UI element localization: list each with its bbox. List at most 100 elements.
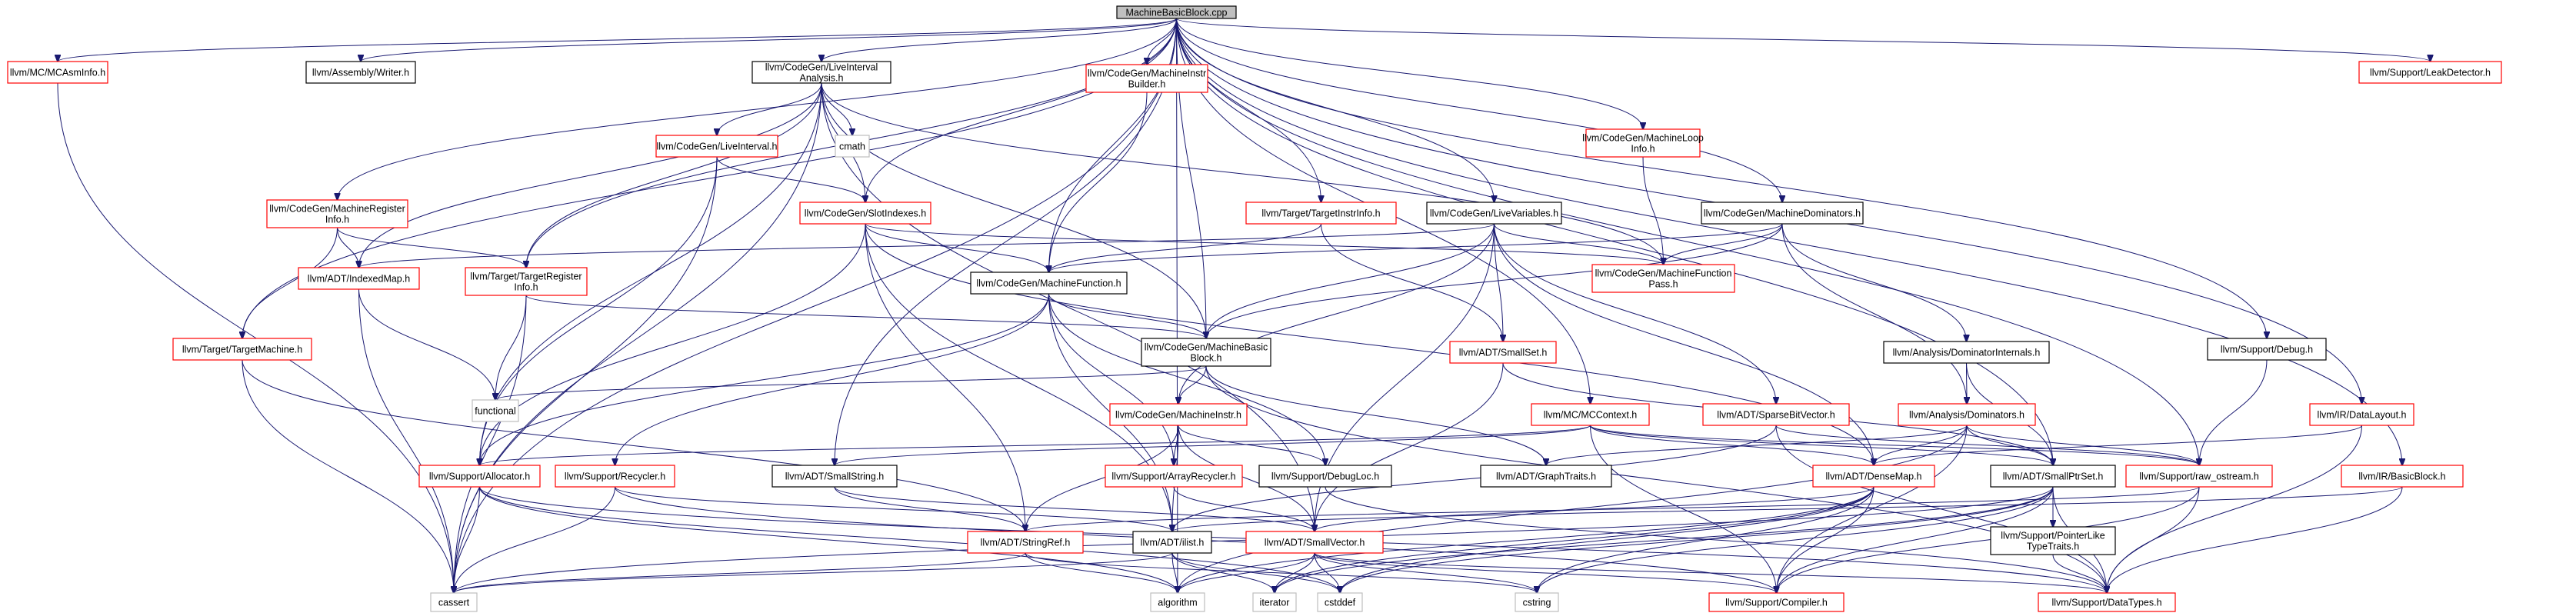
node-smallstring[interactable]: llvm/ADT/SmallString.h (771, 465, 898, 488)
edge-liveintervalanalysis-to-machinebasicblock (821, 82, 1206, 338)
edge-densemap-to-cstddef (1340, 486, 1875, 593)
node-dominatorinternals[interactable]: llvm/Analysis/DominatorInternals.h (1883, 341, 2050, 364)
edge-liveintervalanalysis-to-smallvector (821, 82, 1315, 531)
edge-rawostream-to-datatypes (2107, 486, 2200, 593)
edge-targetmachine-to-stringref (242, 359, 1025, 531)
edge-root-to-rawostream (1176, 18, 2200, 465)
node-sparsebitvector[interactable]: llvm/ADT/SparseBitVector.h (1702, 403, 1850, 426)
edge-dominators-to-algorithm (1178, 425, 1968, 593)
edge-mccontext-to-compiler (1590, 425, 1777, 593)
edge-stringref-to-cassert (454, 552, 1026, 593)
node-stringref[interactable]: llvm/ADT/StringRef.h (967, 531, 1084, 554)
node-debugloc[interactable]: llvm/Support/DebugLoc.h (1258, 465, 1392, 488)
node-machineinstr[interactable]: llvm/CodeGen/MachineInstr.h (1109, 403, 1248, 426)
node-recycler[interactable]: llvm/Support/Recycler.h (555, 465, 675, 488)
edge-ilist-to-iterator (1171, 552, 1275, 593)
edge-targetregisterinfo-to-functional (495, 295, 527, 400)
node-label-mcasminfo: llvm/MC/MCAsmInfo.h (10, 68, 105, 78)
edge-root-to-mcasminfo (58, 18, 1177, 62)
node-leakdetector[interactable]: llvm/Support/LeakDetector.h (2358, 61, 2502, 84)
node-label-ilist: llvm/ADT/ilist.h (1141, 538, 1205, 548)
node-label-targetregisterinfo-line2: Info.h (514, 282, 538, 293)
node-indexedmap[interactable]: llvm/ADT/IndexedMap.h (298, 267, 420, 290)
edge-dominators-to-compiler (1777, 425, 1968, 593)
edge-smallvector-to-cstring (1314, 552, 1537, 593)
node-targetinstrinfo[interactable]: llvm/Target/TargetInstrInfo.h (1245, 202, 1397, 225)
edge-liveintervalanalysis-to-liveinterval (717, 82, 822, 135)
edge-sparsebitvector-to-ilist (1172, 425, 1777, 531)
node-dominators[interactable]: llvm/Analysis/Dominators.h (1898, 403, 2036, 426)
edge-dominators-to-rawostream (1966, 425, 2199, 465)
edge-machinefunction-to-allocator (480, 293, 1049, 465)
node-asmwriter[interactable]: llvm/Assembly/Writer.h (305, 61, 416, 84)
node-mccontext[interactable]: llvm/MC/MCContext.h (1531, 403, 1650, 426)
edge-pointerliketypetraits-to-datatypes (2052, 554, 2107, 593)
edge-indexedmap-to-functional (358, 288, 496, 400)
node-ilist[interactable]: llvm/ADT/ilist.h (1132, 531, 1212, 554)
node-graphtraits[interactable]: llvm/ADT/GraphTraits.h (1480, 465, 1612, 488)
node-label-functional: functional (475, 406, 516, 417)
edge-livevariables-to-smallset (1494, 223, 1504, 341)
node-label-targetmachine: llvm/Target/TargetMachine.h (182, 345, 302, 355)
node-densemap[interactable]: llvm/ADT/DenseMap.h (1812, 465, 1935, 488)
node-targetmachine[interactable]: llvm/Target/TargetMachine.h (172, 338, 312, 361)
edge-machinebasicblock-to-functional (495, 365, 1207, 400)
node-label-smallvector: llvm/ADT/SmallVector.h (1265, 538, 1365, 548)
node-allocator[interactable]: llvm/Support/Allocator.h (418, 465, 541, 488)
node-arrayrecycler[interactable]: llvm/Support/ArrayRecycler.h (1105, 465, 1243, 488)
node-label-smallptrset: llvm/ADT/SmallPtrSet.h (2003, 471, 2104, 482)
edge-machinedominators-to-machinefunctionpass (1664, 223, 1783, 265)
edge-recycler-to-ilist (615, 486, 1173, 531)
edge-machineinstr-to-smallvector (1178, 425, 1315, 531)
edge-root-to-machineregisterinfo (338, 18, 1177, 200)
node-datatypes[interactable]: llvm/Support/DataTypes.h (2038, 592, 2176, 612)
node-slotindexes[interactable]: llvm/CodeGen/SlotIndexes.h (799, 202, 931, 225)
node-cmath: cmath (835, 135, 870, 158)
node-label-dominators: llvm/Analysis/Dominators.h (1909, 410, 2024, 421)
edge-machinelooinfo-to-machinefunctionpass (1642, 156, 1664, 265)
node-basicblock[interactable]: llvm/IR/BasicBlock.h (2341, 465, 2464, 488)
node-label-datalayout: llvm/IR/DataLayout.h (2317, 410, 2406, 421)
node-label-machinebasicblock-line2: Block.h (1191, 353, 1222, 364)
node-machinefunction[interactable]: llvm/CodeGen/MachineFunction.h (970, 272, 1128, 295)
node-label-machineregisterinfo-line1: llvm/CodeGen/MachineRegister (269, 204, 405, 215)
node-smallvector[interactable]: llvm/ADT/SmallVector.h (1245, 531, 1384, 554)
node-datalayout[interactable]: llvm/IR/DataLayout.h (2309, 403, 2414, 426)
node-cassert: cassert (430, 592, 478, 612)
node-livevariables[interactable]: llvm/CodeGen/LiveVariables.h (1426, 202, 1562, 225)
node-machinebasicblock[interactable]: llvm/CodeGen/MachineBasicBlock.h (1141, 338, 1271, 367)
node-label-machinefunctionpass-line2: Pass.h (1648, 279, 1678, 290)
edge-targetmachine-to-cassert (242, 359, 454, 593)
edge-smallvector-to-compiler (1314, 552, 1777, 593)
node-liveinterval[interactable]: llvm/CodeGen/LiveInterval.h (655, 135, 778, 158)
edge-mccontext-to-smallstring (835, 425, 1591, 465)
edge-smallptrset-to-iterator (1275, 486, 2054, 593)
node-smallptrset[interactable]: llvm/ADT/SmallPtrSet.h (1990, 465, 2116, 488)
node-compiler[interactable]: llvm/Support/Compiler.h (1708, 592, 1845, 612)
edge-allocator-to-algorithm (479, 486, 1178, 593)
node-machinedominators[interactable]: llvm/CodeGen/MachineDominators.h (1701, 202, 1864, 225)
node-label-machinefunction: llvm/CodeGen/MachineFunction.h (976, 278, 1121, 289)
node-label-cstddef: cstddef (1325, 598, 1356, 608)
node-label-machinebasicblock-line1: llvm/CodeGen/MachineBasic (1145, 342, 1268, 353)
node-rawostream[interactable]: llvm/Support/raw_ostream.h (2125, 465, 2273, 488)
edge-machineregisterinfo-to-targetmachine (242, 227, 338, 338)
node-label-indexedmap: llvm/ADT/IndexedMap.h (308, 274, 410, 285)
node-label-supportdebug: llvm/Support/Debug.h (2221, 345, 2313, 355)
node-smallset[interactable]: llvm/ADT/SmallSet.h (1449, 341, 1557, 364)
node-label-pointerliketypetraits-line2: TypeTraits.h (2027, 541, 2079, 552)
edge-root-to-liveintervalanalysis (821, 18, 1177, 62)
node-supportdebug[interactable]: llvm/Support/Debug.h (2207, 338, 2327, 361)
edge-stringref-to-algorithm (1025, 552, 1178, 593)
node-label-stringref: llvm/ADT/StringRef.h (981, 538, 1071, 548)
node-mcasminfo[interactable]: llvm/MC/MCAsmInfo.h (7, 61, 108, 84)
edge-targetregisterinfo-to-machinebasicblock (525, 295, 1206, 338)
